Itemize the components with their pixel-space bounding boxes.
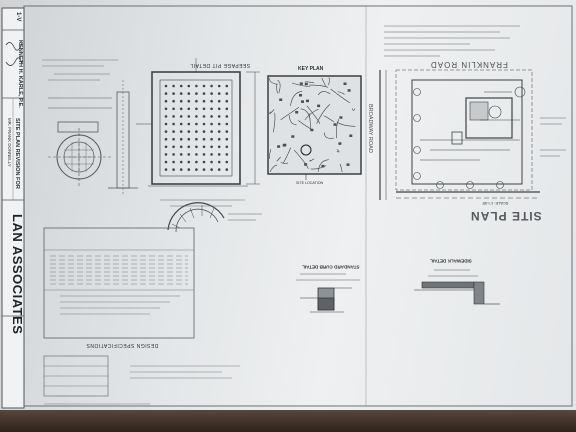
drawing-linework	[1, 5, 573, 409]
curb-detail	[296, 273, 360, 313]
manhole-detail	[42, 59, 118, 186]
project-title: SITE PLAN REVISION FOR	[14, 118, 20, 189]
seepage-detail-title: SEEPAGE PIT DETAIL	[190, 62, 251, 68]
key-plan-title: KEY PLAN	[298, 66, 324, 72]
design-spec-table	[43, 227, 195, 339]
key-plan-map	[267, 75, 362, 180]
owner-name: MR. FRANK DONNELLY	[7, 118, 12, 167]
curved-detail	[167, 202, 262, 233]
seepage-dot-grid	[164, 84, 229, 171]
site-plan-title: SITE PLAN	[470, 209, 542, 223]
sidewalk-detail	[414, 269, 500, 305]
side-road-name: BROADWAY ROAD	[367, 104, 373, 153]
design-spec-title: DESIGN SPECIFICATIONS	[86, 342, 159, 348]
curb-detail-title: STANDARD CURB DETAIL	[302, 264, 360, 270]
firm-name: LAN ASSOCIATES	[10, 214, 25, 335]
title-block	[1, 7, 25, 409]
seepage-pit-plan	[136, 58, 260, 207]
road-name: FRANKLIN ROAD	[430, 60, 508, 69]
engineer-name: KENNETH H. KARLE, P.E.	[17, 40, 23, 108]
site-plan	[379, 25, 566, 200]
site-location-label: SITE LOCATION	[296, 181, 324, 185]
sidewalk-detail-title: SIDEWALK DETAIL	[430, 258, 472, 264]
site-plan-scale: SCALE: 1"=30'	[482, 201, 509, 206]
drawing-sheet: 1-V KENNETH H. KARLE, P.E. SITE PLAN REV…	[0, 0, 576, 412]
table-surface	[0, 410, 576, 432]
pole-detail	[108, 80, 138, 196]
revision-block	[43, 355, 240, 405]
sheet-number: 1-V	[15, 12, 21, 22]
